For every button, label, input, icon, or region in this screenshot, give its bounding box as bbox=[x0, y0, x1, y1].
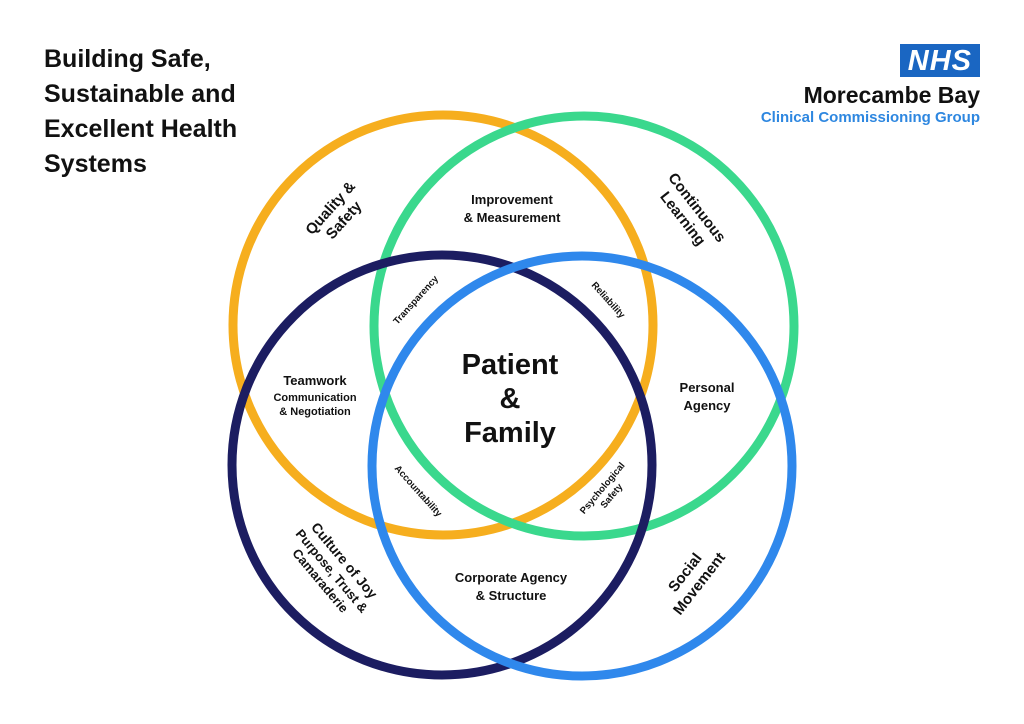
corporate-agency-label: Corporate Agency & Structure bbox=[455, 570, 568, 603]
svg-text:Patient: Patient bbox=[462, 349, 559, 381]
nhs-badge: NHS bbox=[899, 44, 980, 77]
svg-text:& Measurement: & Measurement bbox=[464, 210, 561, 225]
brand-subtitle: Clinical Commissioning Group bbox=[760, 109, 980, 126]
teamwork-label: Teamwork Communication & Negotiation bbox=[273, 373, 356, 418]
social-movement-label: Social Movement bbox=[665, 549, 729, 618]
svg-text:Agency: Agency bbox=[684, 398, 732, 413]
svg-text:Personal: Personal bbox=[680, 380, 735, 395]
svg-text:& Negotiation: & Negotiation bbox=[279, 406, 351, 418]
brand-logo: NHS Morecambe Bay Clinical Commissioning… bbox=[761, 44, 980, 127]
social-movement-circle bbox=[367, 251, 797, 681]
svg-text:Corporate Agency: Corporate Agency bbox=[455, 570, 568, 585]
improvement-measurement-label: Improvement & Measurement bbox=[464, 192, 561, 225]
quality-safety-circle bbox=[228, 110, 658, 540]
continuous-learning-circle bbox=[369, 111, 799, 541]
brand-name: Morecambe Bay bbox=[803, 82, 980, 108]
culture-of-joy-circle bbox=[227, 250, 657, 680]
svg-text:& Structure: & Structure bbox=[476, 588, 547, 603]
svg-text:Teamwork: Teamwork bbox=[283, 373, 347, 388]
title-line: Excellent Health bbox=[44, 115, 238, 143]
culture-of-joy-label: Culture of Joy Purpose, Trust & Camarade… bbox=[289, 519, 381, 615]
center-label: Patient & Family bbox=[462, 349, 559, 449]
title-line: Sustainable and bbox=[44, 80, 236, 108]
svg-text:Communication: Communication bbox=[273, 392, 356, 404]
svg-text:&: & bbox=[500, 383, 521, 415]
continuous-learning-label: Continuous Learning bbox=[656, 170, 729, 249]
psychological-safety-label: Psychological Safety bbox=[578, 460, 627, 516]
personal-agency-label: Personal Agency bbox=[680, 380, 735, 413]
quality-safety-label: Quality & Safety bbox=[302, 178, 366, 243]
svg-text:Improvement: Improvement bbox=[471, 192, 553, 207]
title-line: Building Safe, bbox=[44, 45, 211, 73]
svg-text:Family: Family bbox=[464, 417, 556, 449]
page-title: Building Safe, Sustainable and Excellent… bbox=[44, 42, 237, 182]
title-line: Systems bbox=[44, 150, 147, 178]
